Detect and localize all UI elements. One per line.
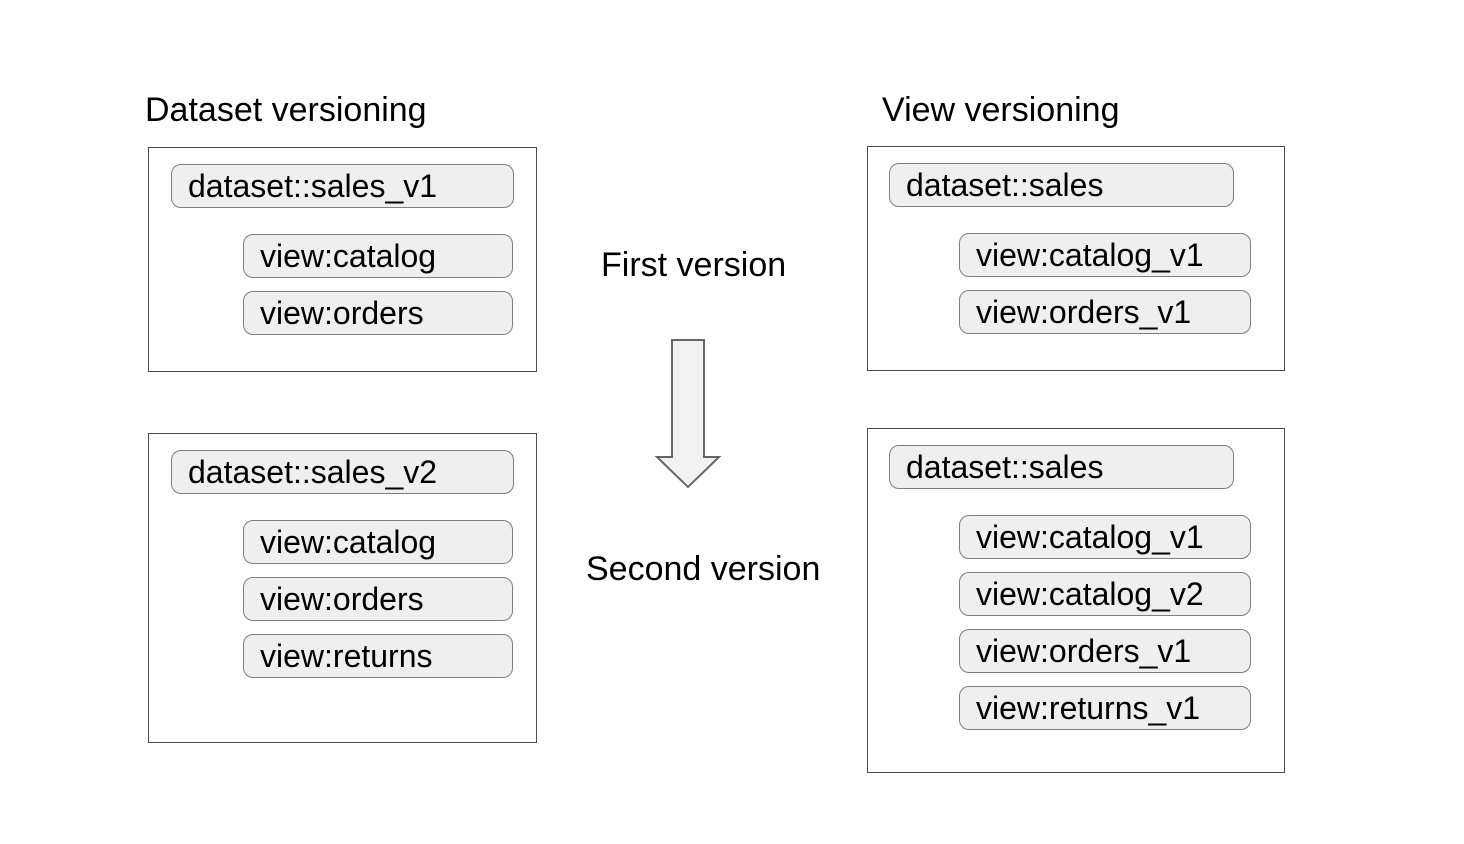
first-version-label: First version [601,246,787,284]
view-pill: view:catalog [243,234,513,278]
panel-view-versioning-first: dataset::sales view:catalog_v1 view:orde… [867,146,1285,371]
view-pill: view:catalog_v1 [959,233,1251,277]
down-arrow-icon [654,339,722,489]
view-pill: view:catalog_v1 [959,515,1251,559]
panel-dataset-versioning-second: dataset::sales_v2 view:catalog view:orde… [148,433,537,743]
view-pill: view:orders_v1 [959,629,1251,673]
left-column-title: Dataset versioning [145,91,427,129]
view-pill: view:returns_v1 [959,686,1251,730]
dataset-pill: dataset::sales_v2 [171,450,514,494]
view-pill: view:returns [243,634,513,678]
view-pill: view:orders_v1 [959,290,1251,334]
panel-dataset-versioning-first: dataset::sales_v1 view:catalog view:orde… [148,147,537,372]
dataset-pill: dataset::sales [889,445,1234,489]
panel-view-versioning-second: dataset::sales view:catalog_v1 view:cata… [867,428,1285,773]
dataset-pill: dataset::sales [889,163,1234,207]
view-pill: view:catalog_v2 [959,572,1251,616]
right-column-title: View versioning [882,91,1120,129]
dataset-pill: dataset::sales_v1 [171,164,514,208]
view-pill: view:orders [243,577,513,621]
view-pill: view:orders [243,291,513,335]
view-pill: view:catalog [243,520,513,564]
second-version-label: Second version [586,550,821,588]
